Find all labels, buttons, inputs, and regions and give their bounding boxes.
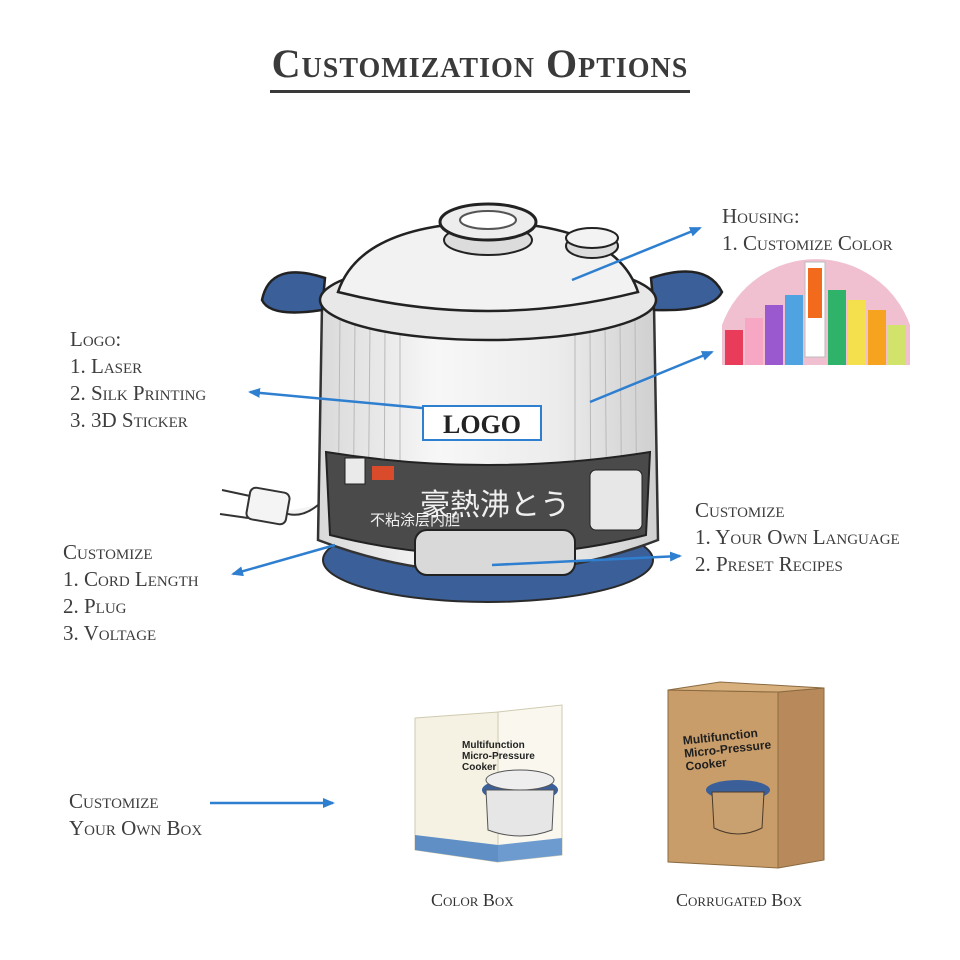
housing-heading: Housing:	[722, 204, 800, 228]
logo-item: 1. Laser	[70, 354, 143, 378]
logo-item: 3. 3D Sticker	[70, 408, 188, 432]
color-box-drawing	[414, 704, 563, 863]
color-box-print: Multifunction Micro-Pressure Cooker	[462, 740, 535, 773]
language-item: 1. Your Own Language	[695, 525, 900, 549]
color-arrow	[589, 350, 714, 404]
language-item: 2. Preset Recipes	[695, 552, 843, 576]
box-print-line: Micro-Pressure	[462, 751, 535, 762]
logo-placeholder: LOGO	[422, 405, 542, 441]
plug-drawing	[219, 486, 319, 526]
housing-item: 1. Customize Color	[722, 231, 893, 255]
language-label: Customize 1. Your Own Language 2. Preset…	[695, 497, 900, 578]
box-line: Customize	[69, 789, 159, 813]
cord-item: 1. Cord Length	[63, 567, 199, 591]
color-box-caption: Color Box	[431, 890, 514, 910]
logo-item: 2. Silk Printing	[70, 381, 207, 405]
cord-arrow	[231, 543, 336, 577]
corrugated-box-drawing	[667, 681, 825, 869]
box-label: Customize Your Own Box	[69, 788, 202, 842]
cord-label: Customize 1. Cord Length 2. Plug 3. Volt…	[63, 539, 199, 647]
housing-arrow	[571, 226, 702, 282]
logo-label: Logo: 1. Laser 2. Silk Printing 3. 3D St…	[70, 326, 206, 434]
page-title: Customization Options	[0, 40, 960, 93]
cord-item: 3. Voltage	[63, 621, 157, 645]
cord-heading: Customize	[63, 540, 153, 564]
logo-arrow	[248, 387, 423, 410]
cord-item: 2. Plug	[63, 594, 127, 618]
box-print-line: Cooker	[462, 762, 497, 773]
language-heading: Customize	[695, 498, 785, 522]
logo-heading: Logo:	[70, 327, 122, 351]
language-arrow	[491, 551, 682, 567]
callout-arrows	[210, 226, 714, 808]
color-fan-drawing	[722, 259, 910, 365]
rice-cooker-drawing: 豪熱沸とう 不粘涂层内胆	[260, 202, 724, 603]
housing-label: Housing: 1. Customize Color	[722, 203, 893, 257]
box-print-line: Multifunction	[462, 740, 525, 751]
cooker-panel-side-text: 不粘涂层内胆	[370, 511, 460, 529]
cooker-panel-text: 豪熱沸とう	[420, 488, 570, 523]
box-line: Your Own Box	[69, 816, 203, 840]
corrugated-box-caption: Corrugated Box	[676, 890, 803, 910]
